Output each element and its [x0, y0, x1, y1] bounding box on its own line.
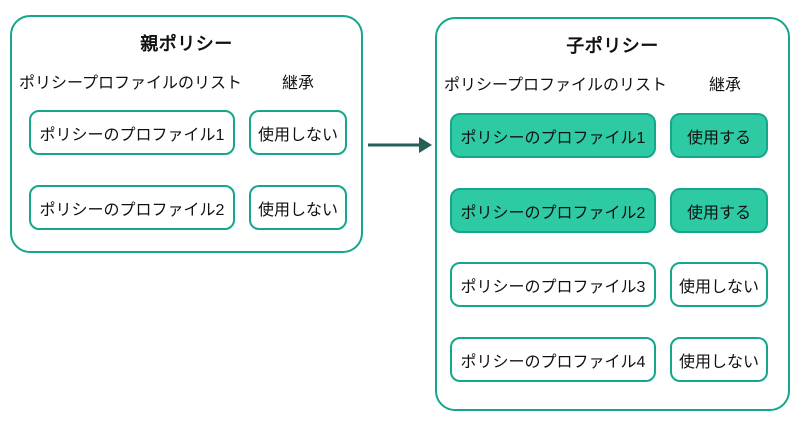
parent-profile-list-label: ポリシープロファイルのリスト — [19, 75, 243, 92]
child-policy-title: 子ポリシー — [566, 36, 659, 56]
child-profile-row-2: ポリシーのプロファイル2 使用する — [450, 188, 768, 233]
child-profile-3-box: ポリシーのプロファイル3 — [450, 262, 656, 307]
child-column-labels: ポリシープロファイルのリスト 継承 — [444, 71, 774, 95]
parent-column-labels: ポリシープロファイルのリスト 継承 — [19, 69, 347, 93]
parent-policy-panel: 親ポリシー ポリシープロファイルのリスト 継承 ポリシーのプロファイル1 使用し… — [10, 15, 363, 253]
child-profile-1-box: ポリシーのプロファイル1 — [450, 113, 656, 158]
parent-profile-row-2: ポリシーのプロファイル2 使用しない — [29, 185, 347, 230]
child-profile-2-status: 使用する — [670, 188, 768, 233]
parent-inherit-label: 継承 — [281, 75, 314, 92]
child-profile-list-label: ポリシープロファイルのリスト — [444, 77, 668, 94]
child-profile-4-status: 使用しない — [670, 337, 768, 382]
parent-profile-1-box: ポリシーのプロファイル1 — [29, 110, 235, 155]
inheritance-arrow-icon — [365, 131, 435, 159]
child-profile-2-box: ポリシーのプロファイル2 — [450, 188, 656, 233]
child-profile-row-4: ポリシーのプロファイル4 使用しない — [450, 337, 768, 382]
child-policy-panel: 子ポリシー ポリシープロファイルのリスト 継承 ポリシーのプロファイル1 使用す… — [435, 17, 790, 411]
child-profile-row-3: ポリシーのプロファイル3 使用しない — [450, 262, 768, 307]
child-profile-4-box: ポリシーのプロファイル4 — [450, 337, 656, 382]
child-profile-row-1: ポリシーのプロファイル1 使用する — [450, 113, 768, 158]
parent-policy-title: 親ポリシー — [140, 34, 233, 54]
parent-profile-1-status: 使用しない — [249, 110, 347, 155]
child-inherit-label: 継承 — [708, 77, 741, 94]
child-profile-1-status: 使用する — [670, 113, 768, 158]
parent-profile-2-box: ポリシーのプロファイル2 — [29, 185, 235, 230]
child-profile-3-status: 使用しない — [670, 262, 768, 307]
parent-profile-row-1: ポリシーのプロファイル1 使用しない — [29, 110, 347, 155]
parent-profile-2-status: 使用しない — [249, 185, 347, 230]
